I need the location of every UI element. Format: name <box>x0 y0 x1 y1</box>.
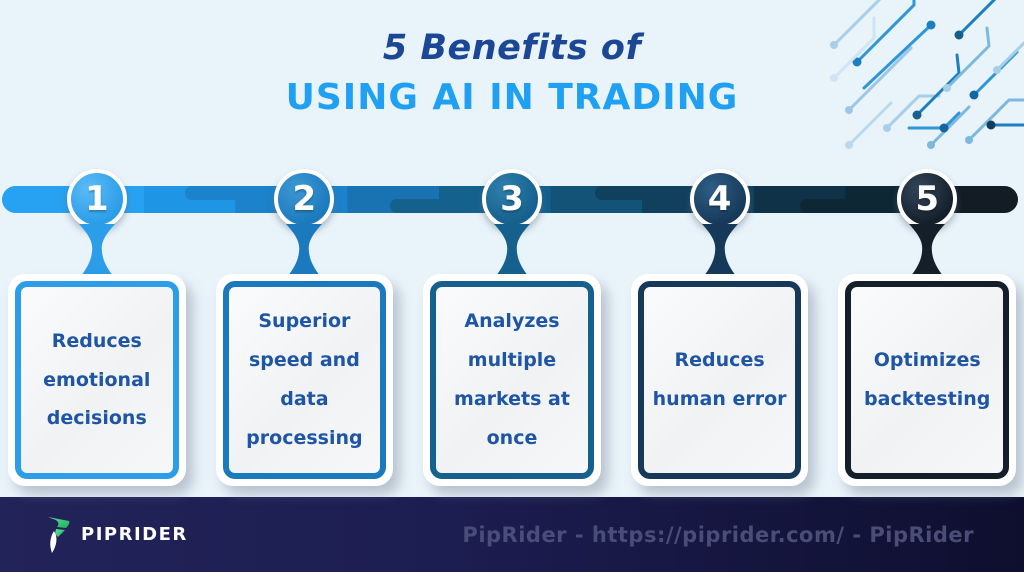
benefit-card: Reduces emotional decisions <box>8 274 186 486</box>
piprider-logo-text: PIPRIDER <box>81 524 188 545</box>
step-circle-2: 2 <box>274 169 335 229</box>
benefit-label: Optimizes backtesting <box>864 349 991 410</box>
step-circle-4: 4 <box>689 169 750 229</box>
connector-stem-icon <box>286 224 323 276</box>
connector-stem-icon <box>493 224 530 276</box>
benefit-item-1: 1 Reduces emotional decisions <box>8 169 186 486</box>
connector-stem-icon <box>701 224 738 276</box>
step-number: 2 <box>292 179 317 219</box>
step-number: 3 <box>500 179 524 219</box>
step-circle-1: 1 <box>66 169 127 229</box>
title-block: 5 Benefits of USING AI IN TRADING <box>0 28 1024 118</box>
footer-bar: PIPRIDER PipRider - https://piprider.com… <box>0 497 1024 572</box>
benefit-card-inner: Reduces human error <box>637 281 802 479</box>
connector-stem-icon <box>909 224 946 276</box>
step-number: 1 <box>84 179 109 219</box>
piprider-logo: PIPRIDER <box>45 516 188 554</box>
benefit-card-inner: Optimizes backtesting <box>845 281 1009 479</box>
step-number: 5 <box>915 179 940 219</box>
benefit-card: Optimizes backtesting <box>838 274 1016 486</box>
title-line-1: 5 Benefits of <box>382 28 642 68</box>
step-circle-3: 3 <box>481 169 542 229</box>
benefit-label: Reduces human error <box>652 349 787 410</box>
benefit-label: Reduces emotional decisions <box>43 329 151 430</box>
footer-watermark: PipRider - https://piprider.com/ - PipRi… <box>462 522 974 547</box>
benefit-card-inner: Analyzes multiple markets at once <box>430 281 594 479</box>
benefit-item-4: 4 Reduces human error <box>630 169 809 486</box>
connector-stem-icon <box>78 224 115 276</box>
circuit-decoration <box>830 0 1024 149</box>
benefit-label: Superior speed and data processing <box>246 310 363 449</box>
benefit-item-2: 2 Superior speed and data processing <box>215 169 394 486</box>
benefit-card-inner: Superior speed and data processing <box>222 281 387 479</box>
piprider-logo-icon <box>48 516 70 553</box>
step-number: 4 <box>707 179 732 219</box>
benefit-label: Analyzes multiple markets at once <box>454 310 570 449</box>
title-line-2: USING AI IN TRADING <box>285 77 739 118</box>
benefit-card: Superior speed and data processing <box>215 274 394 486</box>
benefit-item-5: 5 Optimizes backtesting <box>838 169 1016 486</box>
benefit-card-inner: Reduces emotional decisions <box>15 281 179 479</box>
benefit-card: Reduces human error <box>630 274 809 486</box>
benefit-card: Analyzes multiple markets at once <box>423 274 601 486</box>
step-circle-5: 5 <box>897 169 958 229</box>
benefit-item-3: 3 Analyzes multiple markets at once <box>423 169 601 486</box>
benefit-items: 1 Reduces emotional decisions 2 Superior… <box>8 169 1016 486</box>
